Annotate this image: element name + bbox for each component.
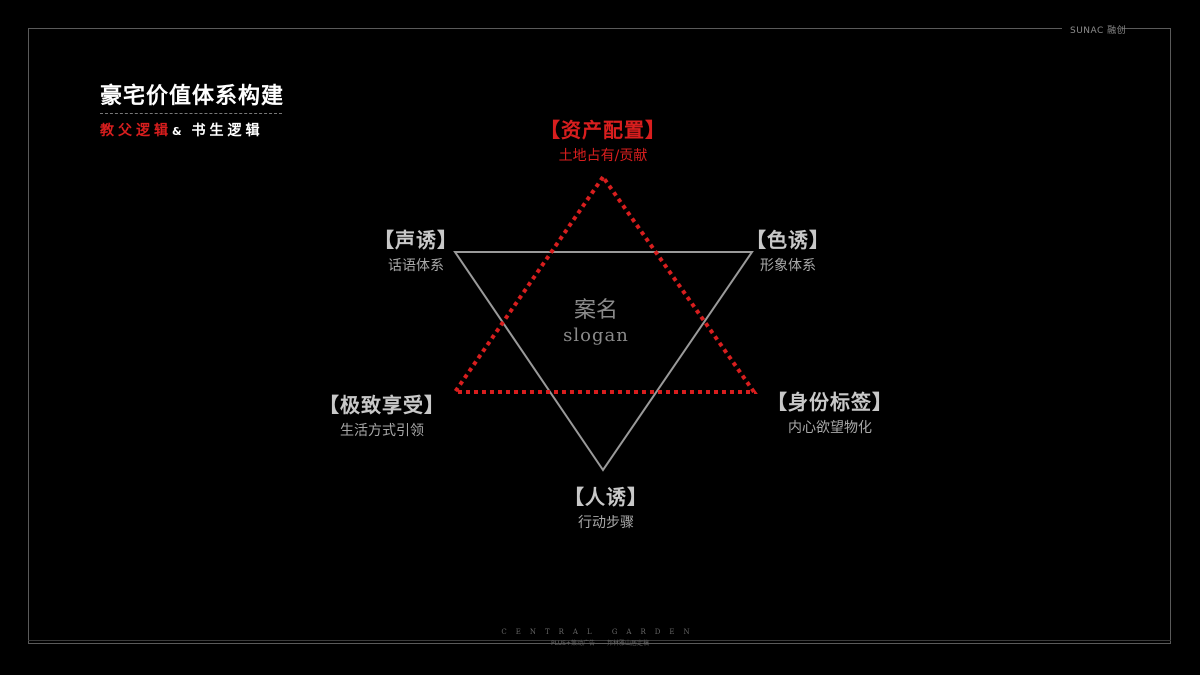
node-top-sub: 土地占有/贡献 [558,148,648,164]
node-upper-left-sub: 话语体系 [388,258,444,274]
node-top-heading: 【资产配置】 [540,118,666,142]
node-upper-left-heading: 【声诱】 [374,228,458,252]
node-lower-left-heading: 【极致享受】 [319,393,445,417]
node-lower-right-heading: 【身份标签】 [767,390,893,414]
node-upper-right: 【色诱】 形象体系 [746,224,830,275]
page-subtitle: 教父逻辑& 书生逻辑 [100,120,263,140]
node-bottom: 【人诱】 行动步骤 [564,481,648,532]
node-upper-right-sub: 形象体系 [760,258,816,274]
red-triangle [451,173,758,394]
footer-english: CENTRAL GARDEN [501,628,699,636]
grey-triangle [453,251,754,472]
slide-frame [28,28,1171,644]
node-lower-left-sub: 生活方式引领 [340,423,424,439]
node-bottom-sub: 行动步骤 [578,515,634,531]
footer-chinese: PLUS+策动广告——邦林雅山居定稿 [551,640,649,647]
subtitle-amp: & [172,125,183,138]
node-lower-right: 【身份标签】 内心欲望物化 [767,386,893,437]
center-slogan: slogan [563,325,629,346]
title-divider [100,113,282,114]
page-title: 豪宅价值体系构建 [100,84,285,109]
brand-logo: SUNAC 融创 [1070,26,1127,36]
node-upper-right-heading: 【色诱】 [746,228,830,252]
node-lower-left: 【极致享受】 生活方式引领 [319,389,445,440]
node-bottom-heading: 【人诱】 [564,485,648,509]
subtitle-red: 教父逻辑 [100,123,172,139]
node-upper-left: 【声诱】 话语体系 [374,224,458,275]
logo-gap [1062,22,1122,34]
center-name: 案名 [573,298,619,323]
subtitle-white: 书生逻辑 [191,123,264,139]
footer-rule [28,640,1171,641]
node-top: 【资产配置】 土地占有/贡献 [540,114,666,165]
node-lower-right-sub: 内心欲望物化 [788,420,872,436]
